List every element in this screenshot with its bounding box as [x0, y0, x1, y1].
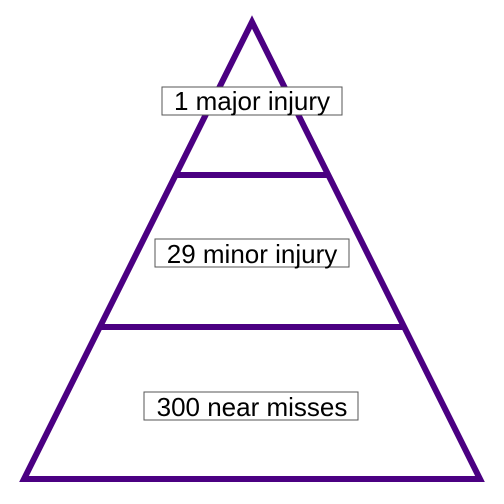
tier-label-box-middle: [154, 238, 350, 268]
tier-top: 1 major injury: [161, 86, 343, 116]
tier-middle: 29 minor injury: [154, 238, 350, 269]
pyramid-outline: [19, 15, 485, 482]
pyramid-triangle: [19, 15, 485, 482]
tier-label-middle: 29 minor injury: [167, 239, 338, 269]
tier-label-top: 1 major injury: [174, 86, 330, 116]
tier-label-bottom: 300 near misses: [157, 392, 348, 422]
tier-label-box-top: [161, 86, 343, 116]
tier-bottom: 300 near misses: [143, 391, 359, 422]
tier-label-box-bottom: [143, 391, 359, 421]
